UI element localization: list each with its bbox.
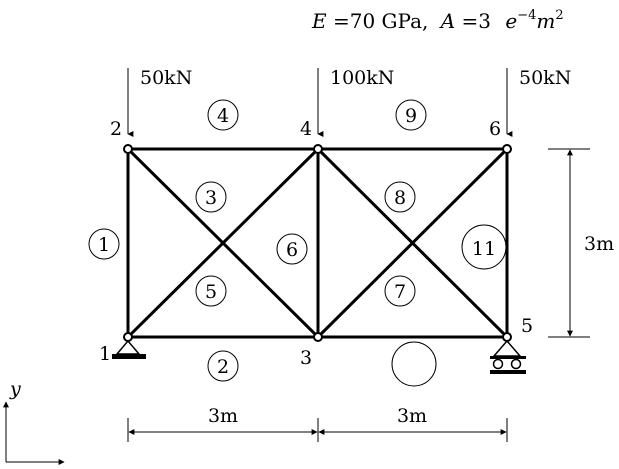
dimension-span-left: 3m	[208, 405, 238, 427]
material-properties: E =70 GPa, A =3 e−4m2	[311, 8, 564, 33]
roller-support	[490, 339, 526, 374]
member-8	[316, 147, 509, 339]
joint-6	[502, 144, 512, 154]
joint-3	[313, 332, 323, 342]
formula-e-symbol: e	[505, 9, 517, 33]
node-label-6: 6	[489, 118, 501, 140]
node-label-2: 2	[110, 118, 122, 140]
member-label-2: 2	[217, 356, 229, 378]
member-label-4: 4	[217, 105, 229, 127]
joint-2	[123, 144, 133, 154]
load-label-node-6: 50kN	[519, 67, 571, 89]
formula-E-value: =70 GPa,	[327, 9, 429, 33]
member-label-7: 7	[394, 281, 406, 303]
member-label-1: 1	[98, 234, 110, 256]
loads: 50kN 100kN 50kN	[127, 67, 571, 137]
member-label-3: 3	[205, 187, 217, 209]
member-labels: 1 2 3 4 5 6 7 8 9 11	[88, 99, 507, 387]
dimension-span-right: 3m	[397, 405, 427, 427]
coordinate-axes: y	[2, 378, 65, 465]
joint-1	[123, 332, 133, 342]
joint-4	[313, 144, 323, 154]
node-label-5: 5	[521, 315, 533, 337]
load-label-node-2: 50kN	[140, 67, 192, 89]
formula-E-symbol: E	[311, 9, 327, 33]
member-label-5: 5	[205, 281, 217, 303]
node-labels: 1 2 3 4 5 6	[99, 118, 533, 369]
member-label-8: 8	[394, 187, 406, 209]
formula-m-exponent: 2	[555, 8, 563, 23]
node-label-1: 1	[99, 343, 111, 365]
truss-members	[126, 147, 509, 339]
axis-label-y: y	[9, 378, 21, 400]
member-5	[126, 147, 320, 339]
member-label-9: 9	[405, 105, 417, 127]
dimension-height: 3m	[584, 233, 614, 255]
formula-A-value: =3	[455, 9, 491, 33]
member-label-10-circle	[391, 341, 437, 387]
member-label-6: 6	[286, 239, 298, 261]
member-label-11: 11	[472, 238, 496, 260]
load-label-node-4: 100kN	[330, 67, 394, 89]
pin-support	[112, 339, 146, 359]
formula-m-symbol: m	[536, 9, 555, 33]
formula-e-exponent: −4	[517, 8, 536, 23]
dimensions: 3m 3m 3m	[127, 148, 614, 442]
formula-A-symbol: A	[439, 9, 455, 33]
node-label-4: 4	[300, 118, 312, 140]
svg-text:E =70 GPa, A =3 e−: E =70 GPa, A =3 e−4m2	[311, 8, 564, 33]
joint-5	[502, 332, 512, 342]
node-label-3: 3	[300, 347, 312, 369]
